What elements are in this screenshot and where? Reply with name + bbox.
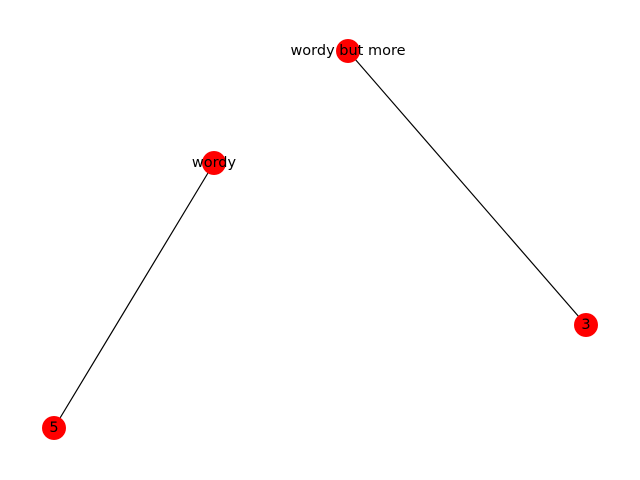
edge-wordy-but-more-to-3	[347, 50, 587, 326]
edge-wordy-to-5	[53, 162, 215, 429]
node-3: 3	[574, 313, 598, 337]
node-marker	[202, 151, 226, 175]
node-label: 5	[49, 420, 58, 436]
edges-layer	[53, 50, 587, 429]
node-marker	[574, 313, 598, 337]
node-label: 3	[581, 317, 590, 333]
node-wordy-but-more: wordy but more	[290, 39, 406, 63]
node-5: 5	[42, 416, 66, 440]
node-marker	[336, 39, 360, 63]
nodes-layer: wordy but more 3 wordy 5	[42, 39, 598, 440]
node-label: wordy	[192, 155, 237, 171]
node-wordy: wordy	[192, 151, 237, 175]
node-marker	[42, 416, 66, 440]
node-label: wordy but more	[290, 43, 405, 59]
